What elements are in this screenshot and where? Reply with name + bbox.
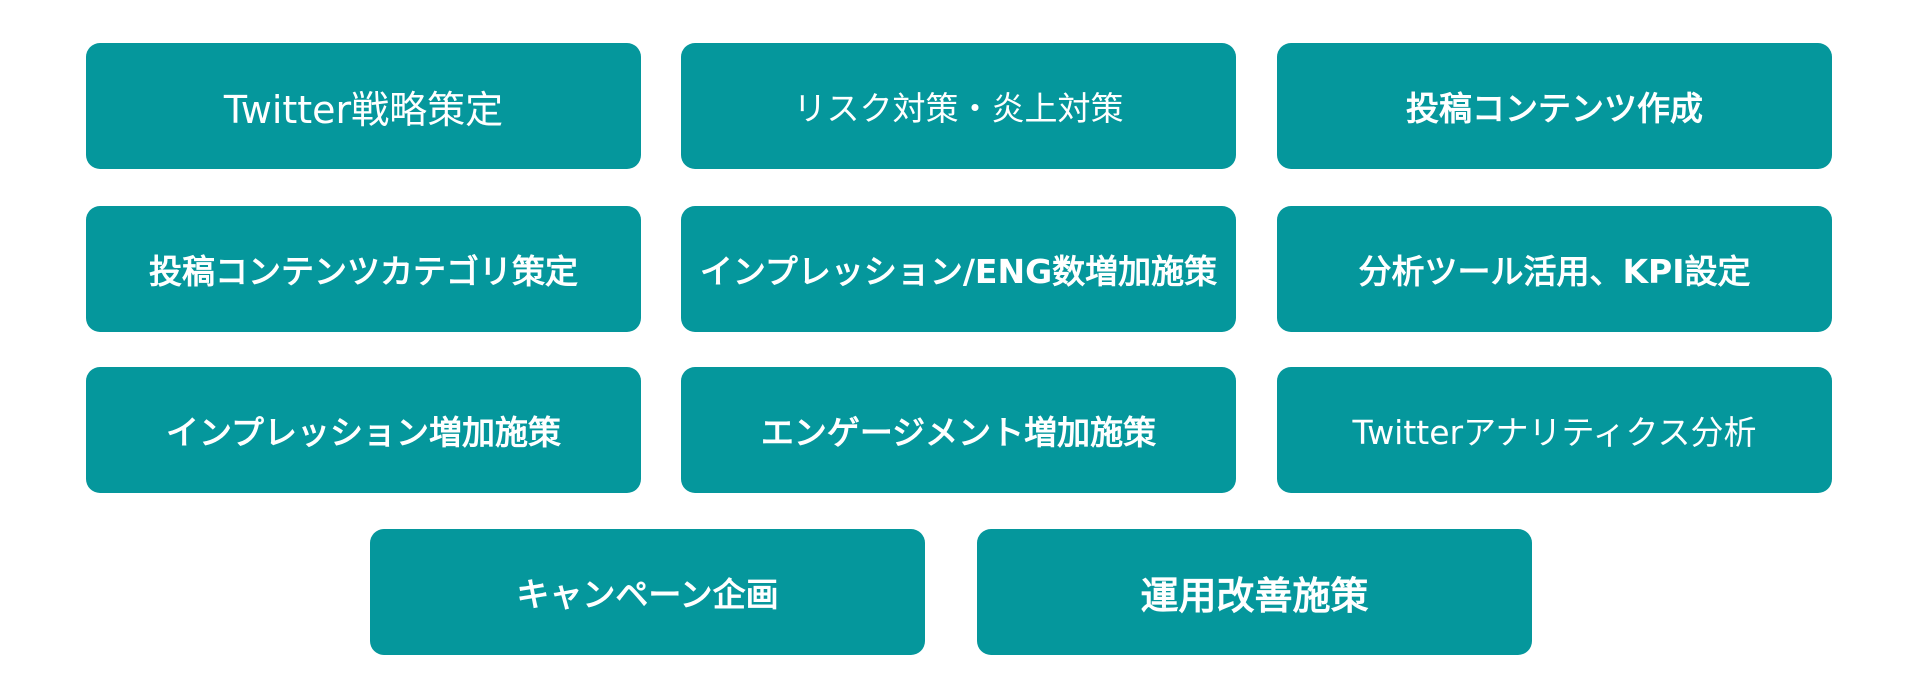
tile-campaign-planning[interactable]: キャンペーン企画	[370, 529, 925, 655]
tile-engagement-increase[interactable]: エンゲージメント増加施策	[681, 367, 1236, 493]
tile-twitter-strategy[interactable]: Twitter戦略策定	[86, 43, 641, 169]
tile-risk-countermeasures[interactable]: リスク対策・炎上対策	[681, 43, 1236, 169]
tile-label: 分析ツール活用、KPI設定	[1358, 252, 1751, 291]
tile-label: エンゲージメント増加施策	[760, 413, 1157, 452]
tile-label: 投稿コンテンツ作成	[1406, 89, 1703, 128]
tile-label: 投稿コンテンツカテゴリ策定	[149, 252, 578, 291]
tile-content-creation[interactable]: 投稿コンテンツ作成	[1277, 43, 1832, 169]
tile-twitter-analytics[interactable]: Twitterアナリティクス分析	[1277, 367, 1832, 493]
tile-label: インプレッション増加施策	[165, 413, 561, 452]
tile-impression-eng-increase[interactable]: インプレッション/ENG数増加施策	[681, 206, 1236, 332]
tile-impression-increase[interactable]: インプレッション増加施策	[86, 367, 641, 493]
tile-analytics-kpi[interactable]: 分析ツール活用、KPI設定	[1277, 206, 1832, 332]
tile-operation-improvement[interactable]: 運用改善施策	[977, 529, 1532, 655]
tile-label: Twitterアナリティクス分析	[1352, 413, 1757, 452]
tile-label: リスク対策・炎上対策	[793, 89, 1124, 128]
tile-label: Twitter戦略策定	[223, 87, 504, 132]
tile-label: キャンペーン企画	[516, 575, 779, 614]
tile-label: インプレッション/ENG数増加施策	[699, 252, 1218, 291]
tile-label: 運用改善施策	[1140, 573, 1369, 618]
tile-content-category[interactable]: 投稿コンテンツカテゴリ策定	[86, 206, 641, 332]
